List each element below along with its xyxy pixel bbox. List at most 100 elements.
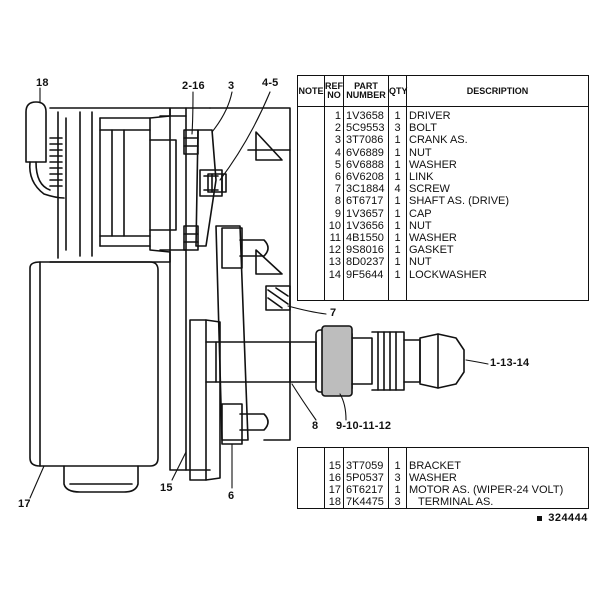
description-cell: BOLT: [406, 122, 589, 135]
ref-number-cell: 5: [324, 158, 344, 172]
ref-number-cell: 17: [324, 484, 344, 496]
motor-body: [29, 261, 159, 493]
description-cell: CRANK AS.: [406, 134, 589, 147]
drive-shaft: [205, 341, 317, 383]
part-number-cell: 6V6888: [343, 158, 389, 172]
description-cell: CAP: [406, 207, 589, 220]
gear-housing: [49, 107, 177, 263]
note-cell: [298, 484, 325, 496]
callout-2-16: 2-16: [182, 80, 205, 92]
ref-number-cell: 14: [324, 268, 344, 281]
note-cell: [298, 256, 325, 268]
part-number-cell: 5P0537: [343, 472, 389, 484]
crank: [195, 129, 223, 247]
part-number-cell: 7K4475: [343, 496, 389, 509]
note-cell: [298, 183, 325, 195]
note-cell: [298, 232, 325, 244]
part-number-cell: 3T7086: [343, 134, 389, 147]
description-cell: NUT: [406, 219, 589, 233]
quantity-cell: 1: [388, 207, 407, 220]
table-filler-row: [298, 280, 589, 301]
part-number-cell: 6T6717: [343, 195, 389, 208]
callout-3: 3: [228, 80, 235, 92]
callout-1-13-14: 1-13-14: [490, 357, 530, 369]
description-cell: WASHER: [406, 472, 589, 484]
part-number-cell: 6V6208: [343, 171, 389, 184]
ref-number-cell: 16: [324, 472, 344, 484]
part-number-cell: 8D0237: [343, 256, 389, 269]
back-plate: [209, 107, 291, 441]
ref-number-cell: 10: [324, 219, 344, 233]
mounting-bracket: [159, 107, 211, 471]
part-number-cell: 9S8016: [343, 244, 389, 257]
note-cell: [298, 171, 325, 183]
callout-4-5: 4-5: [262, 77, 279, 89]
description-cell: DRIVER: [406, 110, 589, 123]
description-cell: LOCKWASHER: [406, 268, 589, 281]
ref-number-cell: 11: [324, 232, 344, 245]
part-number-cell: 6T6217: [343, 484, 389, 496]
description-cell: LINK: [406, 171, 589, 184]
bolts-upper: [183, 129, 199, 251]
note-cell: [298, 460, 325, 472]
shaft-cap-assembly: [315, 325, 421, 397]
table-spacer-row: [298, 106, 589, 110]
part-number-cell: 6V6889: [343, 146, 389, 159]
quantity-cell: 1: [388, 484, 407, 496]
quantity-cell: 3: [388, 472, 407, 484]
callout-8: 8: [312, 420, 319, 432]
lower-bracket: [189, 319, 221, 481]
description-cell: NUT: [406, 146, 589, 159]
quantity-cell: 1: [388, 244, 407, 257]
quantity-cell: 1: [388, 232, 407, 245]
ref-number-cell: 15: [324, 460, 344, 472]
ref-number-cell: 6: [324, 171, 344, 184]
note-cell: [298, 134, 325, 146]
ref-number-cell: 3: [324, 134, 344, 147]
description-cell: MOTOR AS. (WIPER-24 VOLT): [406, 484, 589, 496]
quantity-cell: 1: [388, 219, 407, 233]
ref-number-cell: 18: [324, 496, 344, 509]
ref-number-cell: 4: [324, 146, 344, 159]
figure-number: 324444: [537, 513, 588, 525]
part-number-cell: 4B1550: [343, 232, 389, 245]
ref-number-cell: 2: [324, 122, 344, 135]
part-number-cell: 3C1884: [343, 183, 389, 196]
part-number-cell: 3T7059: [343, 460, 389, 472]
callout-18: 18: [36, 77, 49, 89]
callout-7: 7: [330, 307, 337, 319]
figure-number-text: 324444: [548, 513, 588, 525]
note-cell: [298, 472, 325, 484]
callout-6: 6: [228, 490, 235, 502]
description-cell: WASHER: [406, 158, 589, 172]
description-cell: WASHER: [406, 232, 589, 245]
description-cell: BRACKET: [406, 460, 589, 472]
part-number-cell: 1V3658: [343, 110, 389, 123]
ref-number-cell: 8: [324, 195, 344, 208]
ref-number-cell: 12: [324, 244, 344, 257]
quantity-cell: 1: [388, 134, 407, 147]
description-cell: TERMINAL AS.: [406, 496, 589, 509]
parts-list-table: NOTE REF NO PART NUMBER QTY DESCRIPTION …: [297, 75, 589, 301]
driver-nut: [419, 333, 465, 389]
table-spacer-row: [298, 447, 589, 460]
note-cell: [298, 244, 325, 256]
quantity-cell: 1: [388, 268, 407, 281]
header-note: NOTE: [297, 75, 325, 107]
